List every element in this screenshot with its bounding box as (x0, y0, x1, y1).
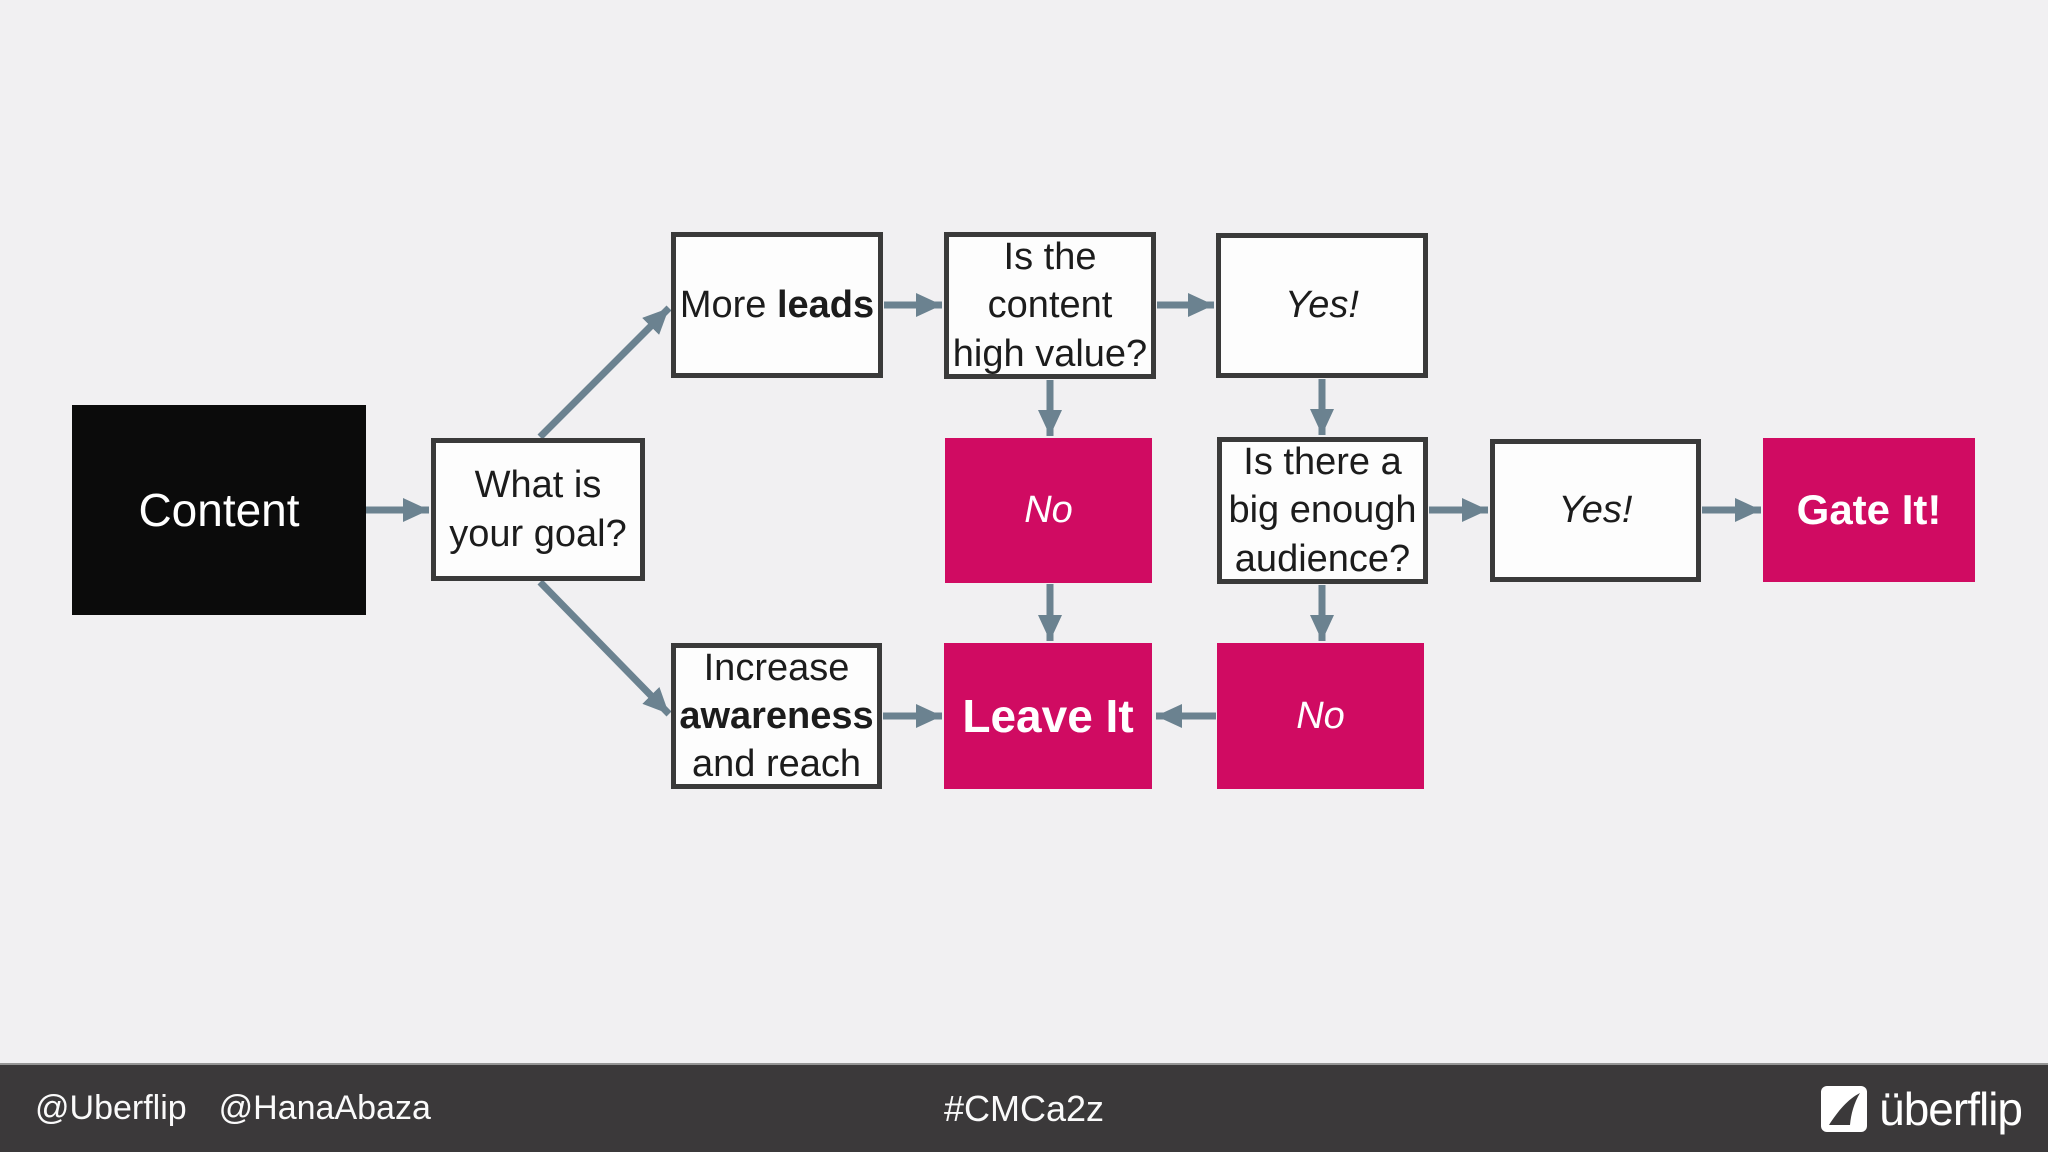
node-big-enough-audience: Is there a big enough audience? (1217, 437, 1428, 584)
node-high-value-line2: content (987, 284, 1113, 327)
node-high-value-line3: high value? (952, 332, 1148, 375)
node-leave-it-label: Leave It (962, 689, 1134, 742)
node-no-bottom: No (1217, 643, 1424, 789)
node-more-leads: More leads (671, 232, 883, 378)
footer-bar: @Uberflip @HanaAbaza #CMCa2z überflip (0, 1063, 2048, 1152)
node-yes-top: Yes! (1216, 233, 1428, 378)
node-audience-line2: big enough (1228, 489, 1417, 532)
node-increase-line2: awareness (679, 694, 874, 737)
node-goal-line2: your goal? (449, 512, 627, 555)
node-leave-it: Leave It (944, 643, 1152, 789)
node-increase-line3: and reach (691, 743, 861, 786)
node-no-mid-label: No (1024, 489, 1073, 532)
node-audience-line3: audience? (1234, 537, 1411, 580)
node-gate-it: Gate It! (1763, 438, 1975, 582)
event-hashtag: #CMCa2z (943, 1087, 1105, 1129)
node-audience-line1: Is there a (1243, 441, 1402, 484)
node-increase-line1: Increase (703, 646, 850, 689)
node-yes-top-label: Yes! (1285, 284, 1359, 327)
node-no-bottom-label: No (1296, 694, 1345, 737)
uberflip-logo: überflip (1821, 1065, 2023, 1152)
node-what-is-your-goal: What is your goal? (431, 438, 645, 581)
node-gate-it-label: Gate It! (1796, 486, 1942, 534)
node-content: Content (72, 405, 366, 615)
node-content-label: Content (138, 483, 300, 536)
twitter-handle-uberflip: @Uberflip (35, 1089, 187, 1127)
twitter-handle-hanaabaza: @HanaAbaza (218, 1089, 431, 1127)
node-yes-right-label: Yes! (1558, 489, 1633, 532)
node-goal-line1: What is (474, 464, 602, 507)
node-increase-awareness: Increase awareness and reach (671, 643, 882, 789)
uberflip-flag-icon (1821, 1085, 1868, 1132)
uberflip-logo-text: überflip (1879, 1082, 2023, 1135)
node-is-content-high-value: Is the content high value? (944, 232, 1156, 379)
footer-handles: @Uberflip @HanaAbaza (35, 1065, 431, 1152)
arrow-goal-to-increase (537, 579, 672, 717)
node-high-value-line1: Is the (1003, 236, 1097, 279)
arrow-goal-to-more-leads (537, 305, 672, 440)
node-more-leads-label: More leads (679, 283, 875, 326)
node-yes-right: Yes! (1490, 439, 1701, 582)
node-no-middle: No (945, 438, 1152, 583)
